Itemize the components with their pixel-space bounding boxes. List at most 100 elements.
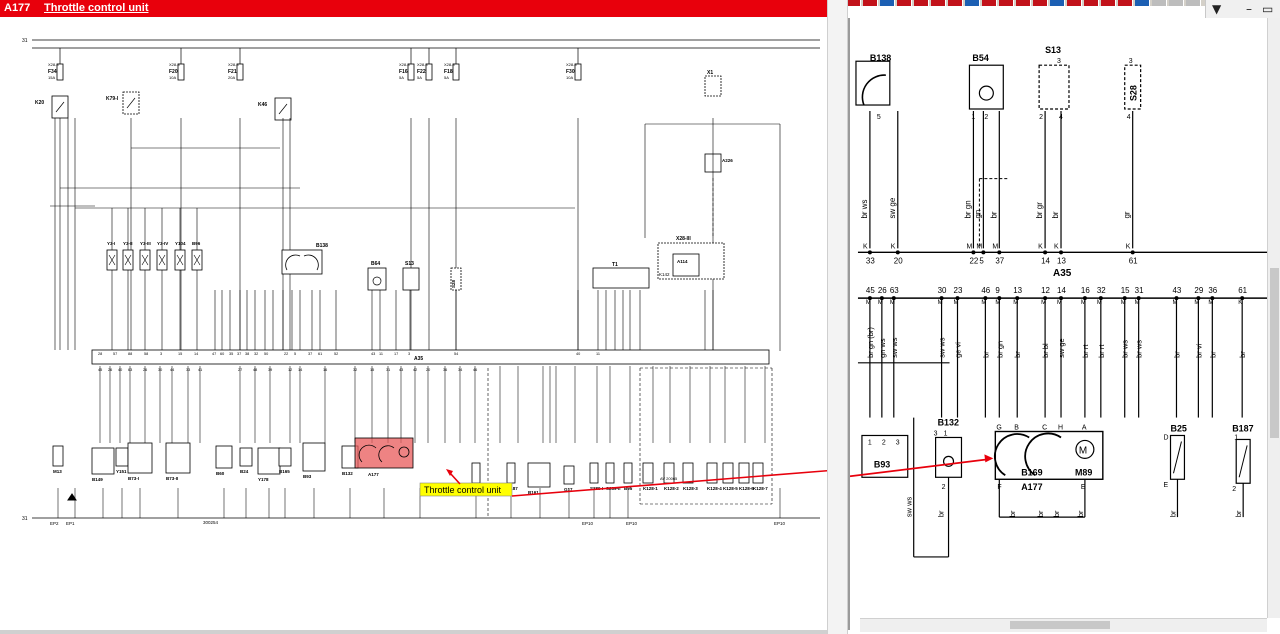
- switch-s28: [1124, 64, 1142, 110]
- toolbar-button-icon[interactable]: [1186, 0, 1201, 6]
- toolbar-button-icon[interactable]: [846, 0, 861, 6]
- pin-dot: [867, 296, 872, 301]
- pin-label: 2: [942, 484, 946, 491]
- pin-number-label: 22: [969, 256, 978, 265]
- lower-component: [278, 447, 292, 467]
- pin-label: G: [996, 425, 1001, 432]
- ecu-pin-label: 3: [160, 352, 162, 356]
- ecu-pin-label: 14: [194, 352, 198, 356]
- ecu-pin-label: 3: [408, 352, 410, 356]
- toolbar-button-icon[interactable]: [965, 0, 980, 6]
- ecu-pin-label: 54: [454, 352, 458, 356]
- lower-component: [738, 462, 750, 484]
- fuse-amp-label: 5A: [417, 75, 422, 80]
- toolbar-button-icon[interactable]: [1067, 0, 1082, 6]
- minimize-icon[interactable]: –: [1246, 2, 1252, 16]
- switch-label: S13: [405, 261, 414, 267]
- toolbar-button-icon[interactable]: [1084, 0, 1099, 6]
- pin-number-label: 15: [1121, 286, 1130, 295]
- wire-color-label: gn: [973, 210, 982, 219]
- pin-number-label: 37: [995, 256, 1004, 265]
- pin-dot: [971, 250, 976, 255]
- panel-splitter[interactable]: [827, 0, 848, 634]
- ecu-pin-label: 32: [254, 352, 258, 356]
- wire-color-label: br bl: [1041, 343, 1050, 358]
- pin-number-label: 14: [1057, 286, 1066, 295]
- lower-component-label: K128-6: [739, 486, 754, 491]
- scroll-thumb[interactable]: [1010, 621, 1110, 629]
- upper-component-label: Y3-I: [107, 241, 115, 246]
- fuse-sub-label: X28-II: [48, 62, 59, 67]
- sensor-symbol-icon: [372, 276, 382, 286]
- component-label: B93: [874, 459, 890, 469]
- toolbar-button-icon[interactable]: [1118, 0, 1133, 6]
- scroll-thumb[interactable]: [1270, 268, 1279, 438]
- lower-component: [605, 462, 615, 484]
- component-label: M89: [1075, 467, 1092, 477]
- connector-label: X1: [707, 70, 713, 76]
- pin-number-label: 32: [1097, 286, 1106, 295]
- toolbar-button-icon[interactable]: [863, 0, 878, 6]
- lower-component: [215, 445, 233, 469]
- ground-point-label: EP10: [626, 521, 638, 526]
- toolbar-button-icon[interactable]: [1169, 0, 1184, 6]
- ecu-pin-label: 11: [596, 352, 600, 356]
- fuse-amp-label: 10A: [169, 75, 176, 80]
- horizontal-scrollbar[interactable]: [860, 618, 1267, 632]
- toolbar-button-icon[interactable]: [999, 0, 1014, 6]
- lower-component-label: K128-2: [664, 486, 679, 491]
- ecu-pin-label: 5: [294, 352, 296, 356]
- lower-component: [91, 447, 115, 475]
- restore-icon[interactable]: ▭: [1262, 2, 1274, 16]
- ecu-label: A35: [414, 356, 423, 362]
- lower-component: [589, 462, 599, 484]
- toolbar-button-icon[interactable]: [1101, 0, 1116, 6]
- module-a114: [672, 253, 700, 277]
- a177-highlight: [354, 437, 414, 469]
- wire-color-label: br: [1208, 351, 1217, 358]
- wire-color-label: br: [1238, 351, 1247, 358]
- ecu-pin-label: 35: [229, 352, 233, 356]
- ecu-pin-label: 11: [379, 352, 383, 356]
- toolbar-button-icon[interactable]: [1135, 0, 1150, 6]
- pin-label: 2: [984, 114, 988, 121]
- toolbar-button-icon[interactable]: [1050, 0, 1065, 6]
- toolbar-button-icon[interactable]: [982, 0, 997, 6]
- wire-color-label: br: [981, 351, 990, 358]
- vertical-scrollbar[interactable]: [1267, 18, 1280, 618]
- ecu-pin-label: 58: [144, 352, 148, 356]
- wire-color-label: sw ws: [938, 337, 947, 358]
- wiring-diagram-overview[interactable]: 3131X28-IIF3415AX28-IIF2010AX28-IIF2120A…: [0, 18, 827, 628]
- pin-number-label: 43: [1173, 286, 1182, 295]
- pin-number-label: 9: [995, 286, 1000, 295]
- pin-type-label: M: [976, 243, 982, 250]
- window-code: A177: [4, 2, 31, 14]
- pin-label: 4: [1127, 114, 1131, 121]
- toolbar-button-icon[interactable]: [1152, 0, 1167, 6]
- toolbar-button-icon[interactable]: [948, 0, 963, 6]
- pin-number-label: 45: [866, 286, 875, 295]
- toolbar-button-icon[interactable]: [897, 0, 912, 6]
- toolbar-button-icon[interactable]: [931, 0, 946, 6]
- fuse: [177, 63, 185, 81]
- potentiometer-symbol-icon: [285, 254, 319, 271]
- pin-dot: [939, 296, 944, 301]
- ecu-pin-label: 60: [220, 352, 224, 356]
- lower-component-label: K128-7: [753, 486, 768, 491]
- pin-type-label: M: [1057, 300, 1062, 306]
- lower-component-label: K128-1: [643, 486, 658, 491]
- sensor-label: B54: [972, 53, 988, 63]
- pin-type-label: M: [1121, 300, 1126, 306]
- toolbar-button-icon[interactable]: [914, 0, 929, 6]
- toolbar-button-icon[interactable]: [1016, 0, 1031, 6]
- valve-symbol-icon: [108, 254, 116, 266]
- sensor-label: B64: [371, 261, 380, 267]
- pin-dot: [1174, 296, 1179, 301]
- toolbar-button-icon[interactable]: [880, 0, 895, 6]
- callout-arrow: [449, 472, 461, 485]
- dropdown-arrow-icon[interactable]: ▼: [1212, 2, 1222, 16]
- pin-dot: [891, 296, 896, 301]
- toolbar-button-icon[interactable]: [1033, 0, 1048, 6]
- wire-color-label: sw ge: [888, 197, 897, 218]
